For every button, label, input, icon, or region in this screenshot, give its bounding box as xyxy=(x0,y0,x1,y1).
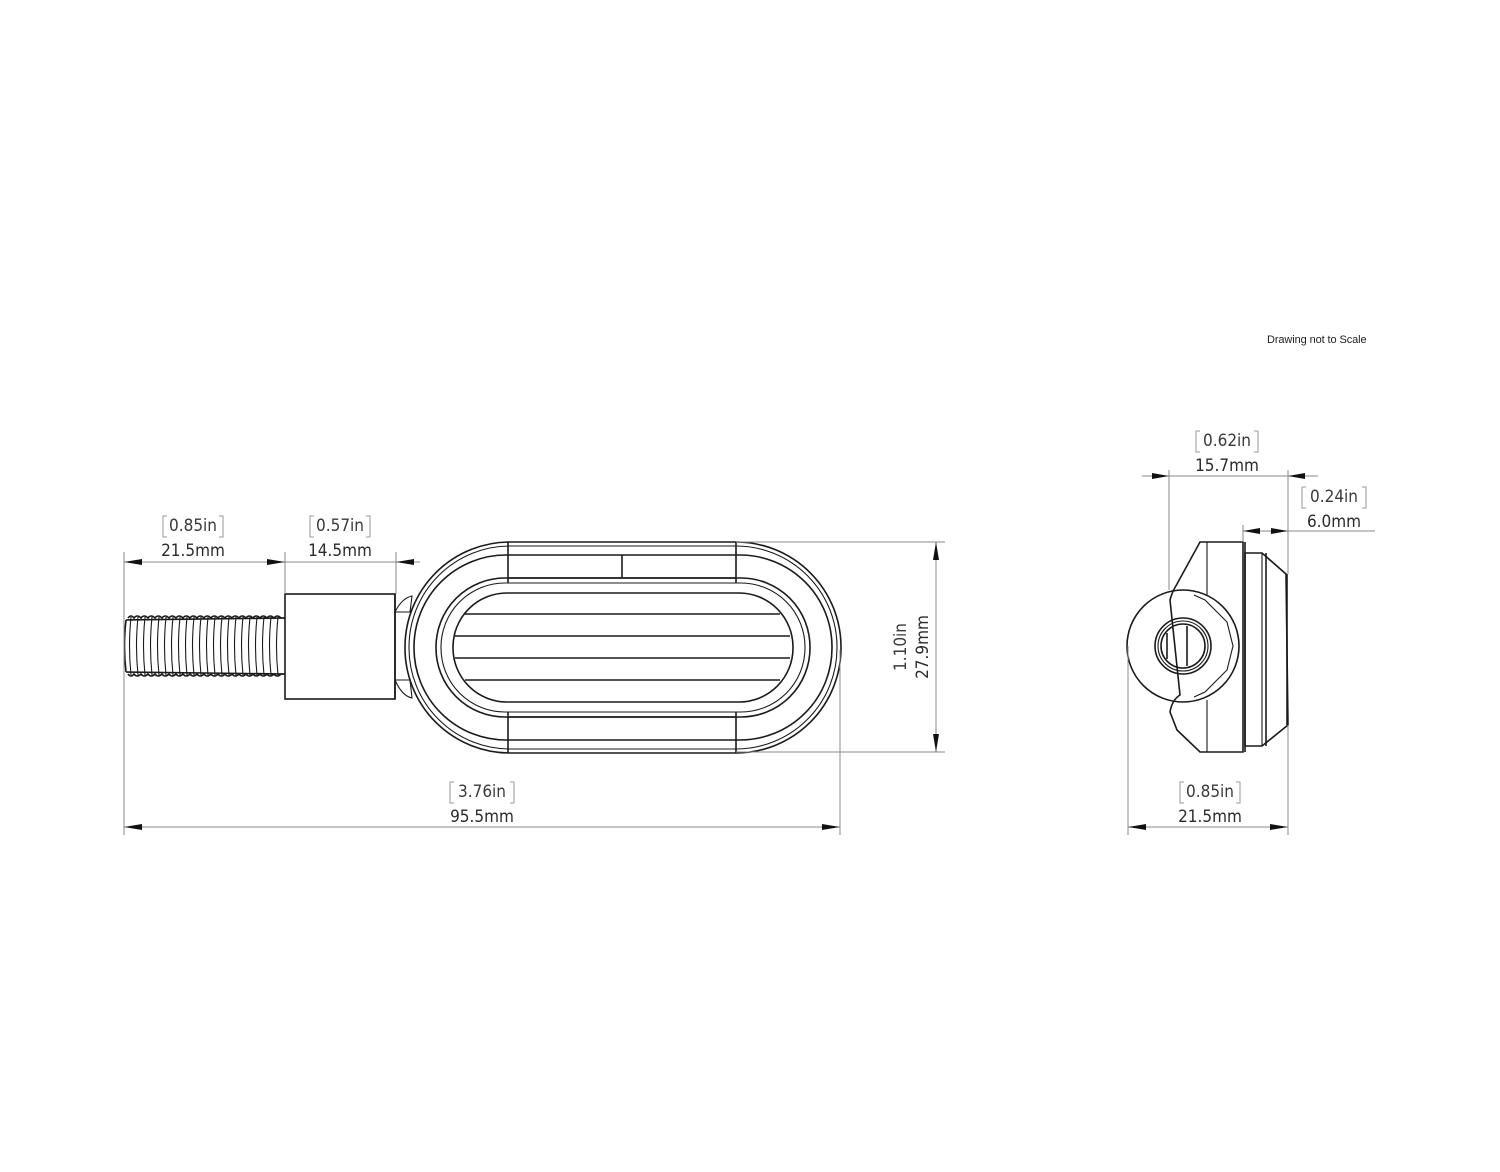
dim-lens-depth: 0.24in 6.0mm xyxy=(1301,486,1367,532)
svg-text:0.85in: 0.85in xyxy=(169,516,217,536)
housing xyxy=(404,541,842,754)
svg-text:1.10in: 1.10in xyxy=(891,623,911,671)
dim-overall-length: 3.76in 95.5mm xyxy=(449,781,515,827)
threaded-stud xyxy=(123,615,286,677)
end-view: 0.62in 15.7mm 0.24in 6.0mm 0.85in 21.5mm xyxy=(1126,430,1375,835)
dim-hex-body-length: 0.57in 14.5mm xyxy=(308,515,372,561)
svg-text:0.62in: 0.62in xyxy=(1203,431,1251,451)
dim-end-width: 0.85in 21.5mm xyxy=(1178,781,1242,827)
svg-text:15.7mm: 15.7mm xyxy=(1195,456,1259,476)
scale-note: Drawing not to Scale xyxy=(1267,334,1367,346)
svg-text:0.57in: 0.57in xyxy=(316,516,364,536)
svg-text:21.5mm: 21.5mm xyxy=(161,541,225,561)
svg-text:0.24in: 0.24in xyxy=(1310,487,1358,507)
svg-text:14.5mm: 14.5mm xyxy=(308,541,372,561)
dim-thread-length: 0.85in 21.5mm xyxy=(161,515,225,561)
side-view: 0.85in 21.5mm 0.57in 14.5mm 1.10in 27.9m… xyxy=(123,515,945,835)
hex-body xyxy=(284,593,396,700)
svg-text:95.5mm: 95.5mm xyxy=(450,807,514,827)
svg-text:21.5mm: 21.5mm xyxy=(1178,807,1242,827)
svg-text:3.76in: 3.76in xyxy=(458,782,506,802)
dim-housing-height: 1.10in 27.9mm xyxy=(891,615,933,679)
dim-end-depth: 0.62in 15.7mm xyxy=(1195,430,1259,476)
svg-text:6.0mm: 6.0mm xyxy=(1307,512,1361,532)
svg-text:27.9mm: 27.9mm xyxy=(913,615,933,679)
svg-text:0.85in: 0.85in xyxy=(1186,782,1234,802)
